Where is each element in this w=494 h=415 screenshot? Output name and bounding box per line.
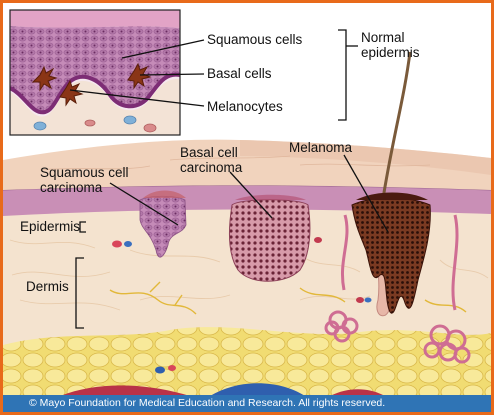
- label-melanocytes: Melanocytes: [207, 99, 283, 114]
- copyright-bar: © Mayo Foundation for Medical Education …: [3, 395, 491, 412]
- label-normal-epidermis-line2: epidermis: [361, 45, 420, 60]
- label-normal-epidermis: Normal epidermis: [361, 30, 420, 60]
- label-basal-cell-carcinoma: Basal cell carcinoma: [180, 145, 242, 175]
- inset-normal-epidermis: [10, 10, 180, 135]
- label-squamous-cell-carcinoma: Squamous cell carcinoma: [40, 165, 129, 195]
- label-basal-cell-carcinoma-line2: carcinoma: [180, 160, 242, 175]
- basal-cell-carcinoma-lesion: [230, 200, 310, 282]
- label-squamous-cells: Squamous cells: [207, 32, 302, 47]
- label-epidermis: Epidermis: [20, 219, 80, 234]
- label-melanoma: Melanoma: [289, 140, 352, 155]
- label-basal-cells: Basal cells: [207, 66, 272, 81]
- label-dermis: Dermis: [26, 279, 69, 294]
- label-squamous-cell-carcinoma-line2: carcinoma: [40, 180, 129, 195]
- label-squamous-cell-carcinoma-line1: Squamous cell: [40, 165, 129, 180]
- label-normal-epidermis-line1: Normal: [361, 30, 420, 45]
- label-basal-cell-carcinoma-line1: Basal cell: [180, 145, 242, 160]
